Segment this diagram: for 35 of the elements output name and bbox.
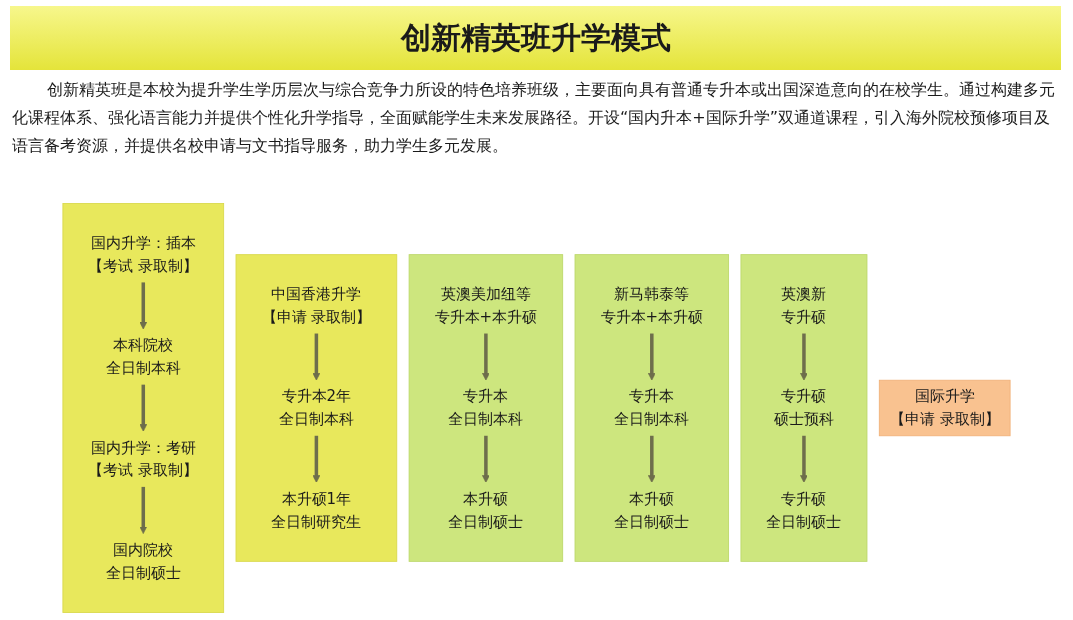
arrow xyxy=(139,486,148,534)
node-text: 专升本 全日制本科 xyxy=(448,387,524,428)
cluster xyxy=(62,203,225,613)
intro-paragraph: 创新精英班是本校为提升学生学历层次与综合竞争力所设的特色培养班级，主要面向具有普通专升本或出国深造意向的在校学生。通过构建多元化课程体系、强化语言能力并提供个性化升学指导，全面赋能学生未来发展路径。开设“国内升本+国际升学”双通道课程，引入海外院校预修项目及语言备考资源，并提供名校申请与文书指导服务，助力学生多元发展。 xyxy=(12,79,1057,157)
node-text: 专升本 全日制本科 xyxy=(614,387,690,428)
node-text: 本升硕 全日制硕士 xyxy=(614,489,690,530)
arrow xyxy=(139,384,148,432)
node-text: 中国香港升学 【申请 录取制】 xyxy=(261,285,372,326)
arrow xyxy=(139,282,148,330)
arrow xyxy=(312,435,321,483)
arrow xyxy=(482,333,490,381)
node-text: 国内升学：考研 【考试 录取制】 xyxy=(88,438,199,479)
node-text: 本科院校 全日制本科 xyxy=(105,336,181,377)
cluster xyxy=(235,254,398,562)
node-text: 英澳美加纽等 专升本+本升硕 xyxy=(434,285,538,326)
arrow xyxy=(482,435,490,483)
cluster xyxy=(574,254,730,562)
node-text: 专升硕 硕士预科 xyxy=(773,387,834,428)
title-banner: 创新精英班升学模式 xyxy=(10,6,1061,70)
arrow xyxy=(647,435,656,483)
node-text: 英澳新 专升硕 xyxy=(781,285,827,326)
node-text: 专升硕 全日制硕士 xyxy=(766,489,842,530)
node-text: 本升硕1年 全日制研究生 xyxy=(271,489,362,530)
arrow xyxy=(312,333,321,381)
node-text: 新马韩泰等 专升本+本升硕 xyxy=(600,285,704,326)
node-text: 专升本2年 全日制本科 xyxy=(278,387,354,428)
node-text: 国内升学：插本 【考试 录取制】 xyxy=(88,233,199,275)
cluster xyxy=(408,254,564,562)
cluster xyxy=(740,254,868,562)
arrow xyxy=(800,435,808,483)
node-box: 国际升学 【申请 录取制】 xyxy=(878,379,1011,437)
node-text: 本升硕 全日制硕士 xyxy=(448,489,524,530)
arrow xyxy=(800,333,808,381)
node-text: 国内院校 全日制硕士 xyxy=(105,540,181,581)
arrow xyxy=(647,333,656,381)
